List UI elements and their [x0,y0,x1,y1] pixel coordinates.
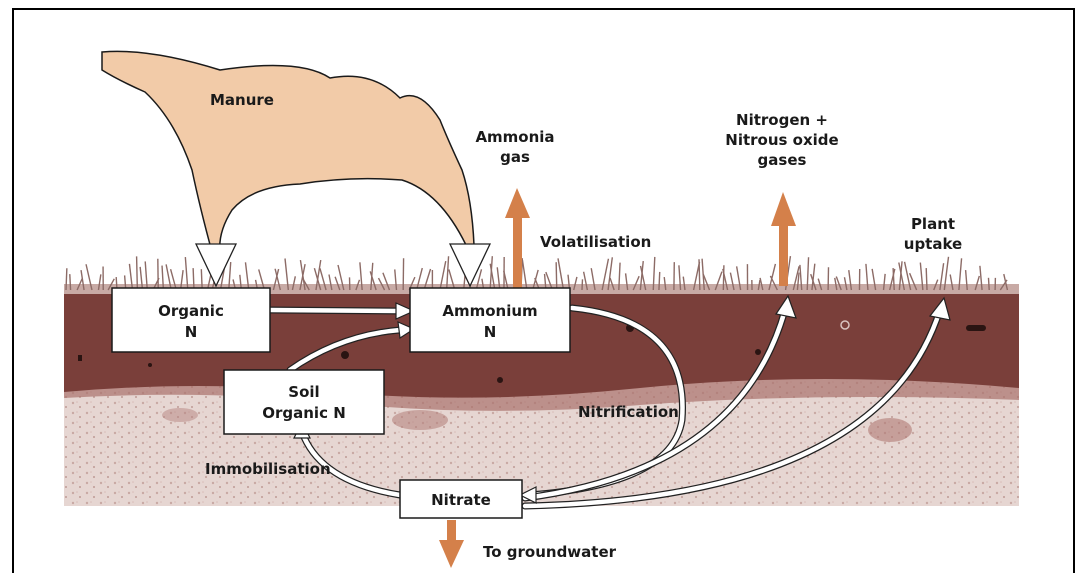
nitrate-box: Nitrate [400,480,522,518]
groundwater-arrow [439,520,464,568]
grass-blade [699,259,700,290]
volatilisation-label: Volatilisation [540,233,651,251]
soil-stone [78,355,82,361]
manure-blob [102,51,474,252]
grass-blade [70,274,71,290]
soil-organic-n-label-2: Organic N [262,404,346,422]
nitrogen-gases-label: Nitrogen + [736,111,828,129]
soil-blotch [392,410,448,430]
nitrate-label: Nitrate [431,491,491,509]
organic-n-label-2: N [185,323,198,341]
nitrogen-gases-label-2: Nitrous oxide [725,131,838,149]
soil-organic-n-box: Soil Organic N [224,370,384,434]
grass-blade [926,268,927,290]
volatilisation-arrow [505,188,530,288]
grass-blade [988,278,989,290]
soil-stone [148,363,152,367]
ammonium-n-box: Ammonium N [410,288,570,352]
plant-uptake-label: Plant [911,215,955,233]
grass-blade [137,256,138,290]
soil-organic-n-label: Soil [288,383,319,401]
soil-stone [341,351,349,359]
ammonia-gas-label: Ammonia [475,128,554,146]
nitrogen-gases-label-3: gases [758,151,807,169]
grass-blade [201,269,202,290]
grass-blade [582,279,583,290]
grass-blade [66,268,67,290]
soil-stone [966,325,986,331]
grass-blade [659,272,660,290]
soil-blotch [162,408,198,422]
soil-stone [497,377,503,383]
immobilisation-label: Immobilisation [205,460,331,478]
ammonium-n-label: Ammonium [442,302,537,320]
manure-to-ammonium-arrowhead [450,244,490,286]
organic-n-box: Organic N [112,288,270,352]
nitrous-gases-arrow [771,192,796,286]
manure-label: Manure [210,91,274,109]
grass-blade [556,262,557,290]
grass-blade [193,268,194,290]
soil-stone [755,349,761,355]
ammonia-gas-label-2: gas [500,148,530,166]
nitrification-label: Nitrification [578,403,679,421]
soil-blotch [868,418,912,442]
plant-uptake-label-2: uptake [904,235,962,253]
groundwater-label: To groundwater [483,543,617,561]
ammonium-n-label-2: N [484,323,497,341]
organic-n-label: Organic [158,302,224,320]
